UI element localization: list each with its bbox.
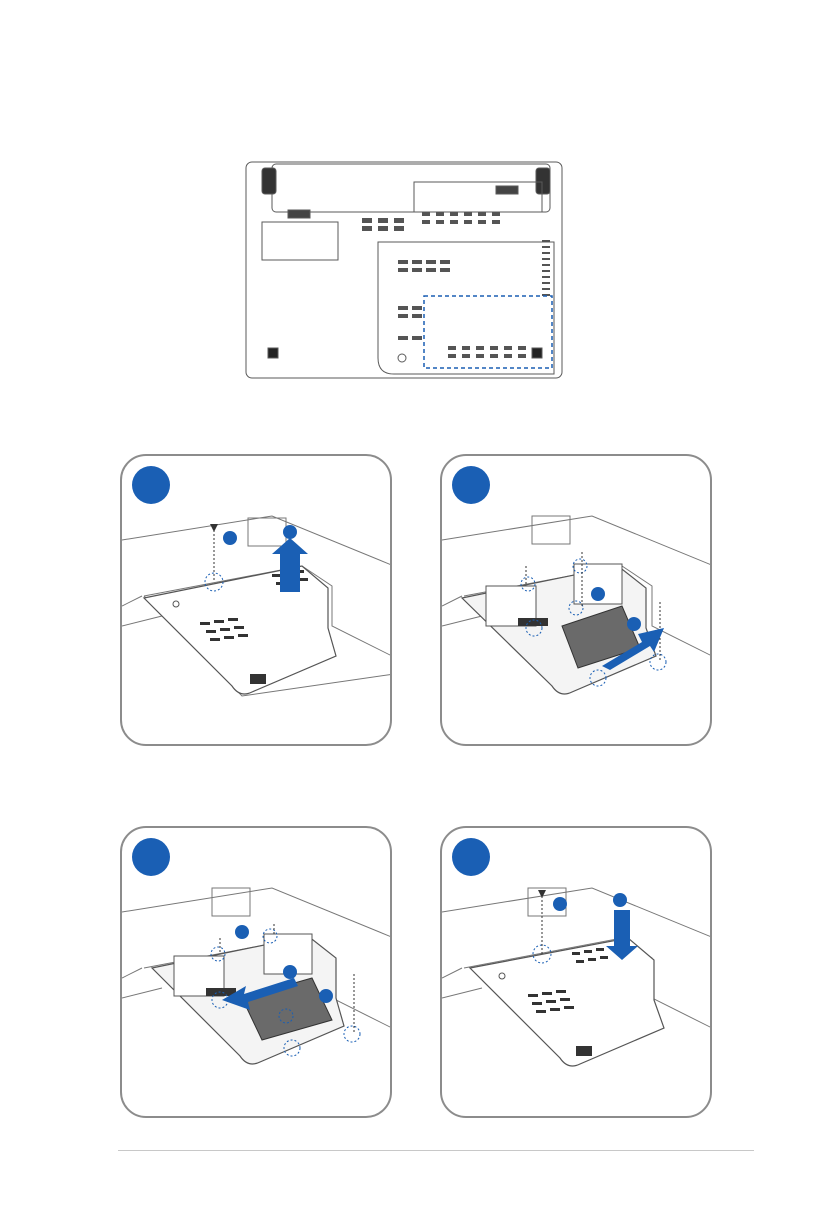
footer-rule	[118, 1150, 754, 1151]
step-3-panel	[120, 826, 392, 1118]
laptop-underside-overview	[244, 160, 566, 382]
step-2-panel	[440, 454, 712, 746]
laptop-bottom-illustration	[244, 160, 566, 382]
step-4-panel	[440, 826, 712, 1118]
step-1-panel	[120, 454, 392, 746]
